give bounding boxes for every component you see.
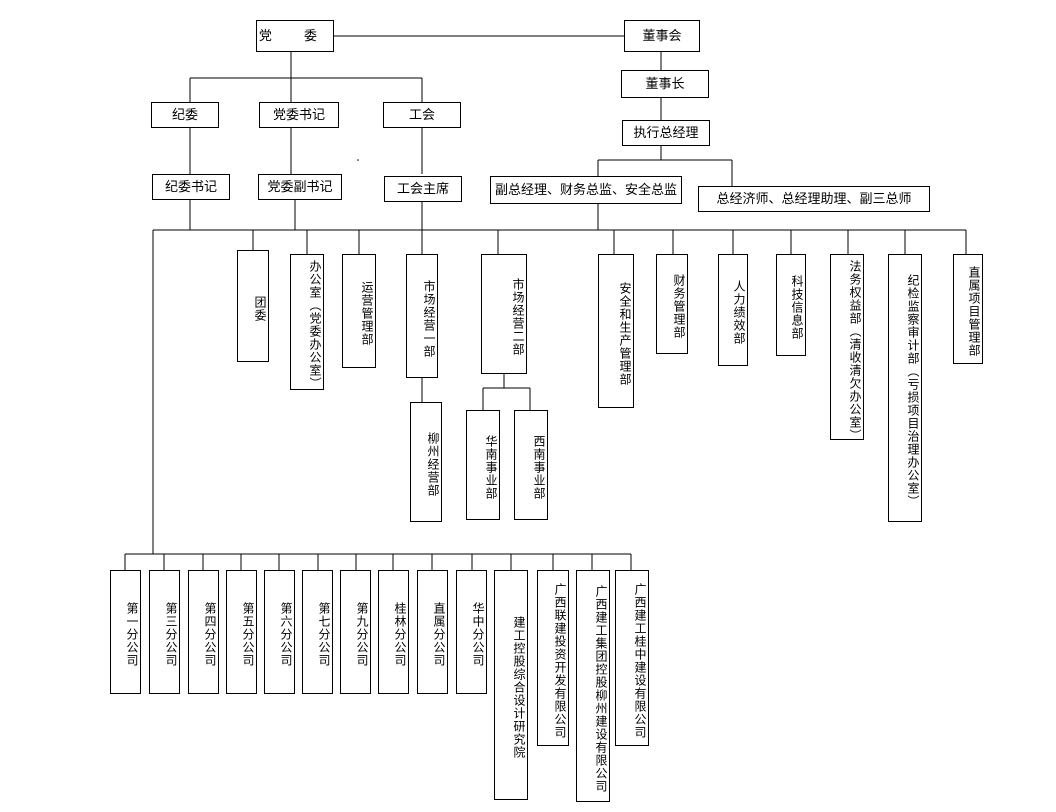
dept-hr: 人力绩效部 [718,254,748,366]
node-discipline-committee: 纪委 [151,102,219,128]
subdept-huanan: 华南事业部 [466,410,500,520]
node-executives-group-b: 总经济师、总经理助理、副三总师 [698,186,930,212]
node-party-committee: 党 委 [256,20,334,52]
dept-tech-info: 科技信息部 [776,254,806,356]
company-6: 第六分公司 [264,570,295,694]
subdept-xinan: 西南事业部 [514,410,548,520]
company-guizhong: 广西建工桂中建设有限公司 [615,570,649,746]
dept-market-2: 市场经营二部 [481,254,527,374]
node-union: 工会 [383,102,461,128]
node-discipline-secretary: 纪委书记 [152,174,230,200]
company-5: 第五分公司 [226,570,257,694]
company-huazhong: 华中分公司 [456,570,487,694]
node-union-chair: 工会主席 [384,176,462,202]
dept-legal: 法务权益部（清收清欠办公室） [830,254,864,442]
dept-direct-projects: 直属项目管理部 [953,254,983,364]
dept-market-1: 市场经营一部 [406,254,438,378]
company-liuzhou-construction: 广西建工集团控股柳州建设有限公司 [576,570,610,802]
company-3: 第三分公司 [149,570,180,694]
dept-operations: 运营管理部 [342,254,376,368]
node-board: 董事会 [624,20,700,52]
company-4: 第四分公司 [188,570,219,694]
company-design-institute: 建工控股综合设计研究院 [494,570,528,800]
node-chairman: 董事长 [621,70,709,98]
node-party-secretary: 党委书记 [259,102,339,128]
company-9: 第九分公司 [340,570,371,694]
company-lianjian: 广西联建投资开发有限公司 [537,570,569,746]
company-7: 第七分公司 [302,570,333,694]
dept-youth-league: 团委 [237,250,269,362]
node-deputy-party-secretary: 党委副书记 [258,174,342,200]
company-guilin: 桂林分公司 [378,570,409,694]
dept-safety-production: 安全和生产管理部 [598,254,634,408]
dept-office: 办公室（党委办公室） [290,254,324,390]
company-1: 第一分公司 [110,570,141,694]
company-direct: 直属分公司 [417,570,448,694]
dept-finance: 财务管理部 [656,254,688,354]
node-executives-group-a: 副总经理、财务总监、安全总监 [490,176,682,204]
dept-audit: 纪检监察审计部（亏损项目治理办公室） [888,254,922,522]
node-ceo: 执行总经理 [622,120,710,146]
subdept-liuzhou: 柳州经营部 [410,402,442,522]
